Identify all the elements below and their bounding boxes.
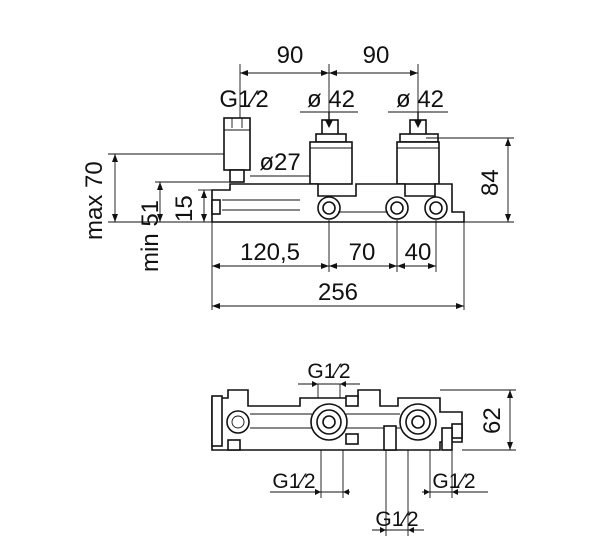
thread-label-bottom-right: G1⁄2 — [432, 470, 475, 493]
dim-label-max-70: max 70 — [81, 161, 108, 240]
dim-depth: max 70 min 51 15 — [81, 153, 230, 272]
dim-bottom-chain: 120,5 70 40 — [211, 220, 465, 310]
dim-label-70: 70 — [349, 239, 376, 266]
thread-label-top: G1⁄2 — [307, 360, 350, 383]
valve-center — [309, 112, 353, 185]
left-connector — [223, 117, 251, 183]
thread-label-bottom-center: G1⁄2 — [375, 508, 418, 531]
dim-label-15: 15 — [171, 195, 198, 222]
dim-label-90-right: 90 — [363, 42, 390, 69]
dim-84: 84 — [426, 137, 514, 223]
dim-label-90-left: 90 — [277, 42, 304, 69]
dim-label-84: 84 — [477, 169, 504, 196]
dim-256: 256 — [212, 279, 464, 309]
dim-90-90: 90 90 — [239, 42, 419, 130]
thread-label-bottom-left: G1⁄2 — [272, 470, 315, 493]
base-frame — [211, 183, 465, 223]
front-view: 90 90 G1⁄2 ø 42 ø 42 ø27 — [81, 42, 514, 310]
thread-label-left: G1⁄2 — [219, 86, 268, 113]
top-view: G1⁄2 — [211, 360, 516, 536]
dim-label-120-5: 120,5 — [240, 239, 300, 266]
dim-label-40: 40 — [405, 239, 432, 266]
valve-right — [396, 112, 440, 185]
diameter-label-center: ø 42 — [307, 86, 355, 113]
top-frame — [211, 389, 463, 451]
diameter-label-right: ø 42 — [396, 86, 444, 113]
diameter-label-27: ø27 — [259, 149, 300, 176]
dim-62: 62 — [440, 389, 516, 451]
dim-label-min-51: min 51 — [137, 200, 164, 272]
dim-label-62: 62 — [479, 407, 506, 434]
dim-label-256: 256 — [318, 279, 358, 306]
